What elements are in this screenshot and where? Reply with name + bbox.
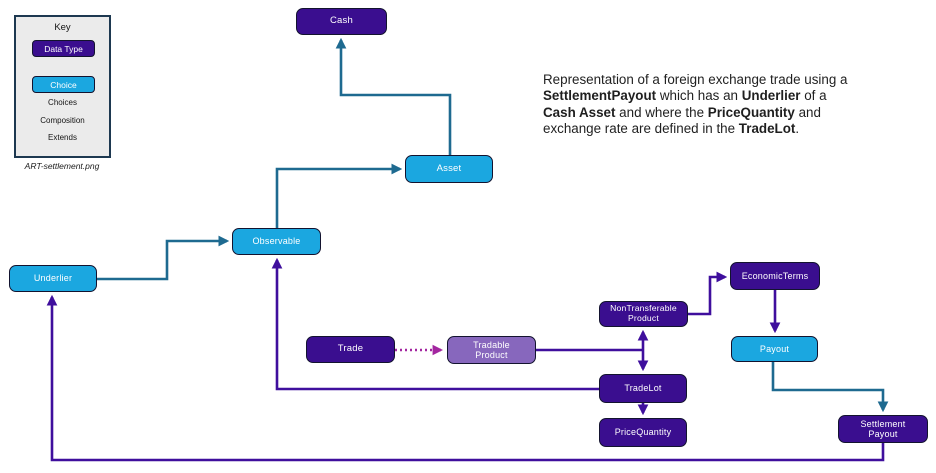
key-title: Key [54,22,71,33]
edge-payout-to-settlementpayout [771,362,889,413]
node-observable: Observable [232,228,321,255]
node-economic-terms: EconomicTerms [730,262,820,290]
node-underlier: Underlier [9,265,97,292]
node-cash: Cash [296,8,387,35]
edge-asset-to-cash [335,37,452,155]
edge-tradelot-to-observable [271,257,599,391]
node-settlement-payout: Settlement Payout [838,415,928,443]
key-choice-sample: Choice [32,76,95,93]
edge-settlementpayout-to-underlier [46,294,885,462]
description-text: Representation of a foreign exchange tra… [543,72,848,137]
node-asset: Asset [405,155,493,183]
node-tradable-product: Tradable Product [447,336,536,364]
node-trade-lot: TradeLot [599,374,687,403]
node-nontransferable-product: NonTransferable Product [599,301,688,327]
key-extends-label: Extends [48,133,77,142]
key-data-type-sample: Data Type [32,40,95,57]
key-choices-label: Choices [48,98,77,107]
node-trade: Trade [306,336,395,363]
edge-nontransferableproduct-to-economicterms [688,271,728,316]
node-payout: Payout [731,336,818,362]
diagram-filename-caption: ART-settlement.png [24,161,100,171]
node-price-quantity: PriceQuantity [599,418,687,447]
edge-underlier-to-observable [97,235,230,281]
key-panel: Key Data Type Choice Choices Composition… [14,15,111,158]
key-composition-label: Composition [40,116,85,125]
edge-observable-to-asset [275,163,403,228]
